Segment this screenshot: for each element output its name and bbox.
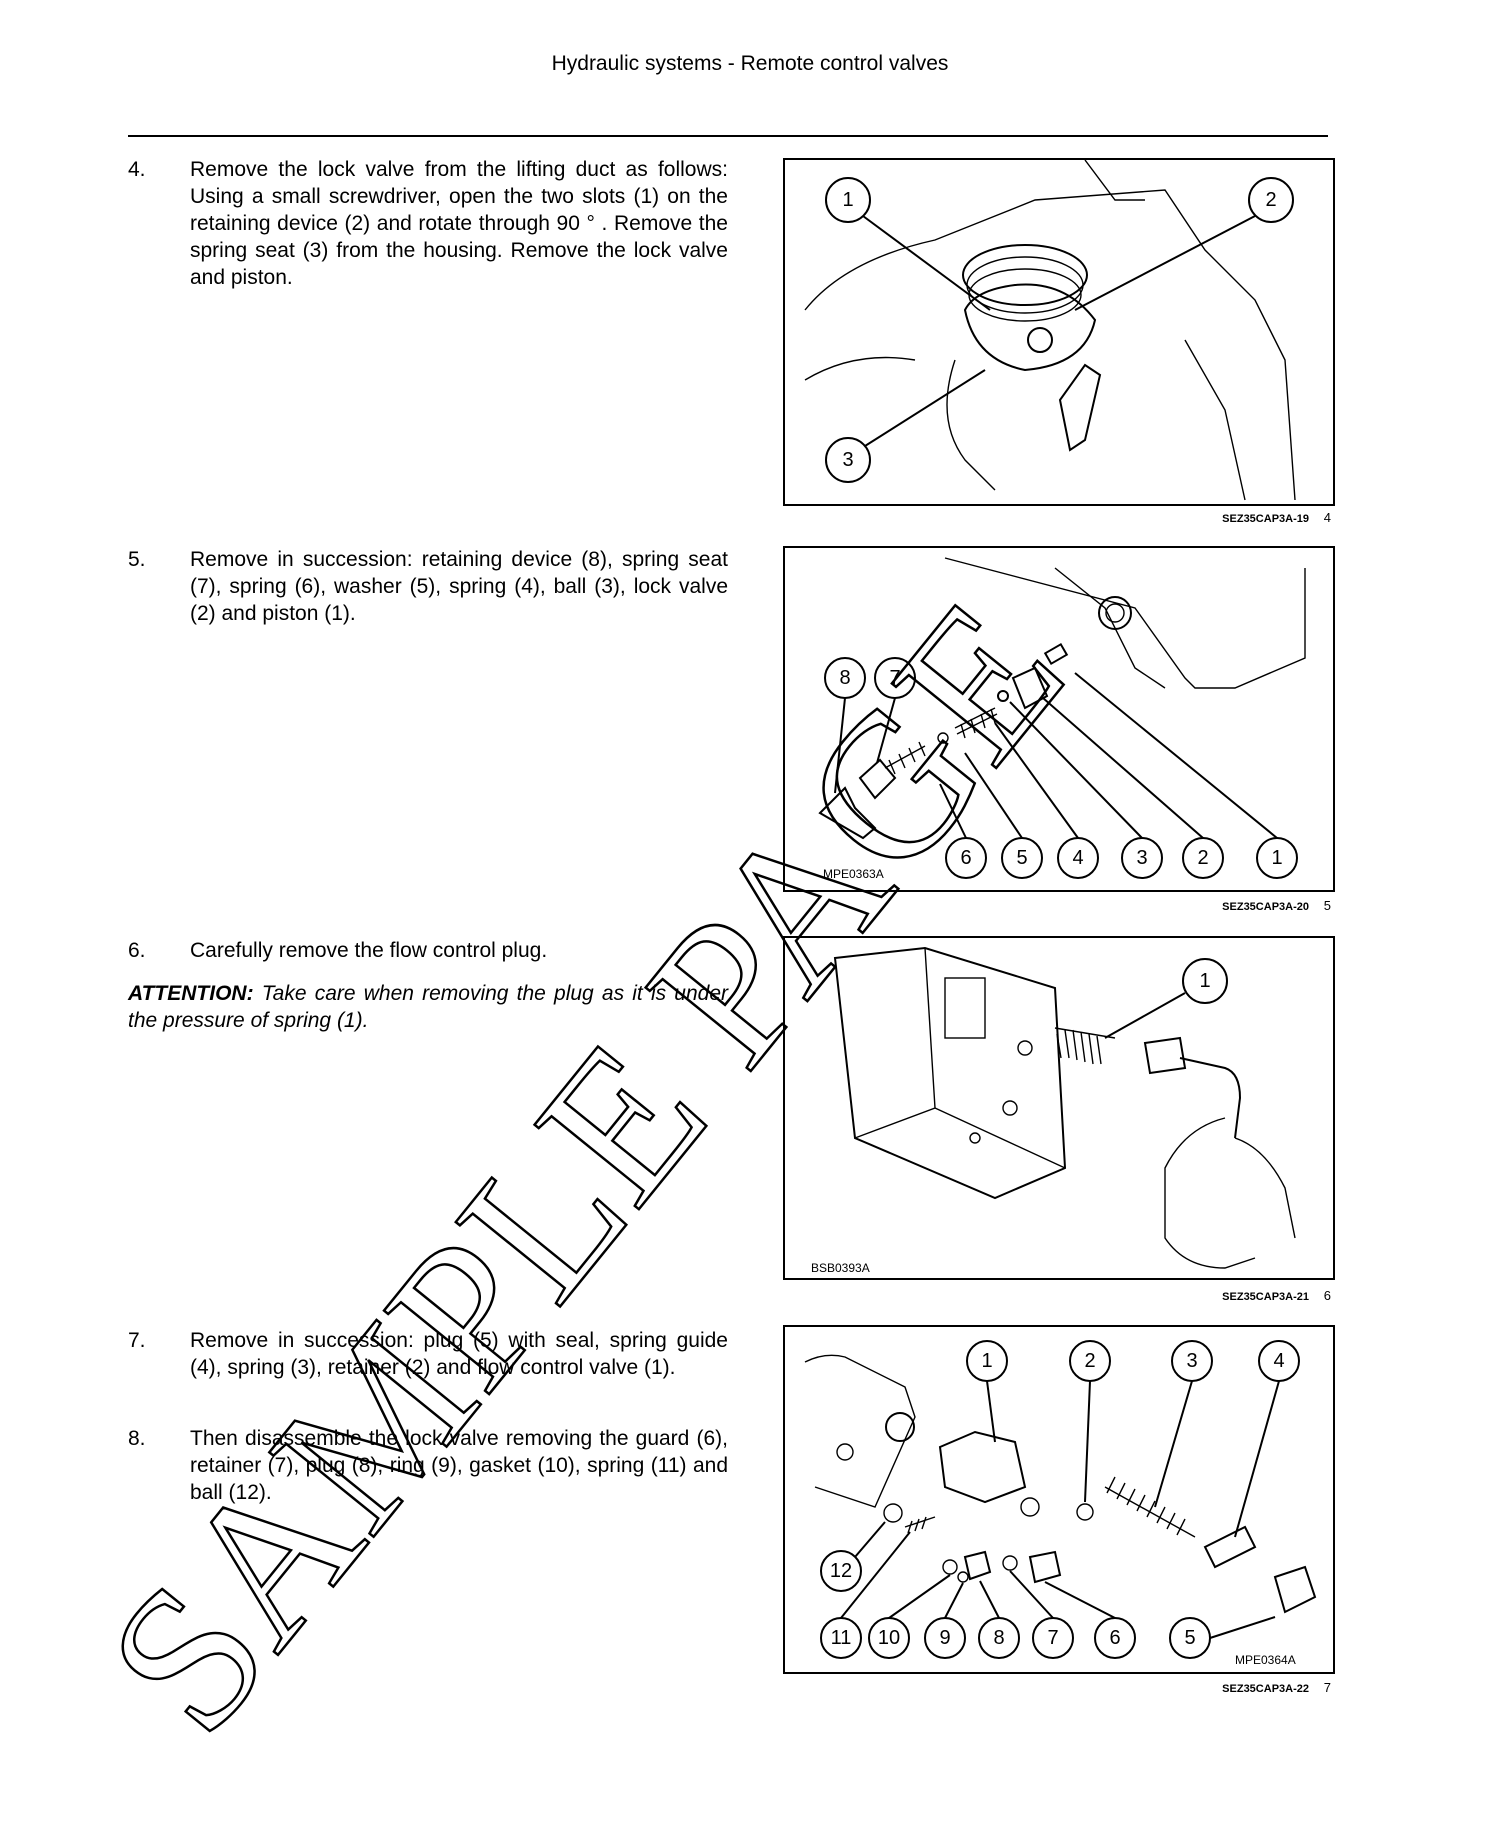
step-number: 6.: [128, 939, 146, 962]
svg-text:1: 1: [1199, 970, 1210, 992]
svg-text:1: 1: [981, 1350, 992, 1372]
step-text: Carefully remove the flow control plug.: [190, 939, 548, 962]
svg-text:9: 9: [939, 1627, 950, 1649]
figure-code: MPE0364A: [1235, 1653, 1296, 1667]
figure-4-illustration: 1 2 3: [804, 160, 1296, 501]
figure-5-illustration: 8 7 6 5 4 3 2 1 MPE0363A: [818, 557, 1306, 881]
figure-6: 1 BSB0393A: [783, 936, 1335, 1280]
svg-text:11: 11: [831, 1627, 852, 1649]
svg-text:3: 3: [1136, 847, 1147, 869]
callout-1: [1182, 958, 1228, 1004]
svg-text:2: 2: [1197, 847, 1208, 869]
step-number: 8.: [128, 1427, 146, 1450]
svg-text:1: 1: [842, 189, 853, 211]
svg-text:3: 3: [1186, 1350, 1197, 1372]
figure-ref: SEZ35CAP3A-20: [1222, 901, 1309, 913]
step-number: 5.: [128, 548, 146, 571]
svg-text:10: 10: [878, 1627, 900, 1649]
svg-text:12: 12: [830, 1560, 852, 1582]
callout-12: [820, 1550, 862, 1592]
svg-text:6: 6: [960, 847, 971, 869]
svg-text:5: 5: [1184, 1627, 1195, 1649]
callout-3: [825, 437, 871, 483]
step-number: 4.: [128, 158, 146, 181]
figure-6-caption: SEZ35CAP3A-21 6: [1100, 1288, 1331, 1303]
step-5: 5. Remove in succession: retaining devic…: [128, 546, 728, 627]
header-rule: [128, 135, 1328, 137]
svg-text:3: 3: [842, 449, 853, 471]
callout-1: [825, 177, 871, 223]
step-8: 8. Then disassemble the lock valve remov…: [128, 1425, 728, 1506]
step-number: 7.: [128, 1329, 146, 1352]
figure-number: 6: [1323, 1288, 1331, 1303]
step-4: 4. Remove the lock valve from the liftin…: [128, 156, 728, 291]
figure-5: 8 7 6 5 4 3 2 1 MPE0363A: [783, 546, 1335, 892]
figure-4-caption: SEZ35CAP3A-19 4: [1100, 510, 1331, 525]
svg-text:5: 5: [1016, 847, 1027, 869]
step-6: 6. Carefully remove the flow control plu…: [128, 937, 728, 964]
figure-4: 1 2 3: [783, 158, 1335, 506]
svg-text:7: 7: [1047, 1627, 1058, 1649]
page-header: Hydraulic systems - Remote control valve…: [551, 52, 949, 75]
figure-ref: SEZ35CAP3A-21: [1222, 1291, 1309, 1303]
step-text: Remove the lock valve from the lifting d…: [190, 158, 728, 289]
attention-note: ATTENTION: Take care when removing the p…: [128, 980, 728, 1034]
figure-7-illustration: 1 2 3 4 12 11 10 9 8 7 6 5 MPE0364A: [804, 1340, 1317, 1667]
svg-text:7: 7: [889, 667, 900, 689]
attention-text: Take care when removing the plug as it i…: [128, 982, 728, 1032]
svg-text:2: 2: [1084, 1350, 1095, 1372]
svg-text:8: 8: [839, 667, 850, 689]
figure-7: 1 2 3 4 12 11 10 9 8 7 6 5 MPE0364A: [783, 1325, 1335, 1674]
step-text: Then disassemble the lock valve removing…: [190, 1427, 728, 1504]
figure-number: 4: [1323, 510, 1331, 525]
figure-5-caption: SEZ35CAP3A-20 5: [1100, 898, 1331, 913]
figure-code: BSB0393A: [811, 1261, 870, 1275]
figure-code: MPE0363A: [823, 867, 884, 881]
svg-text:6: 6: [1109, 1627, 1120, 1649]
figure-7-caption: SEZ35CAP3A-22 7: [1100, 1680, 1331, 1695]
svg-text:8: 8: [993, 1627, 1004, 1649]
attention-label: ATTENTION:: [128, 982, 254, 1005]
figure-number: 5: [1323, 898, 1331, 913]
svg-text:4: 4: [1273, 1350, 1284, 1372]
svg-text:1: 1: [1271, 847, 1282, 869]
step-text: Remove in succession: plug (5) with seal…: [190, 1329, 728, 1379]
figure-number: 7: [1323, 1680, 1331, 1695]
svg-text:4: 4: [1072, 847, 1083, 869]
step-text: Remove in succession: retaining device (…: [190, 548, 728, 625]
svg-text:2: 2: [1265, 189, 1276, 211]
figure-ref: SEZ35CAP3A-22: [1222, 1683, 1309, 1695]
step-7: 7. Remove in succession: plug (5) with s…: [128, 1327, 728, 1381]
callout-2: [1248, 177, 1294, 223]
figure-6-illustration: 1 BSB0393A: [811, 946, 1296, 1275]
figure-ref: SEZ35CAP3A-19: [1222, 513, 1309, 525]
